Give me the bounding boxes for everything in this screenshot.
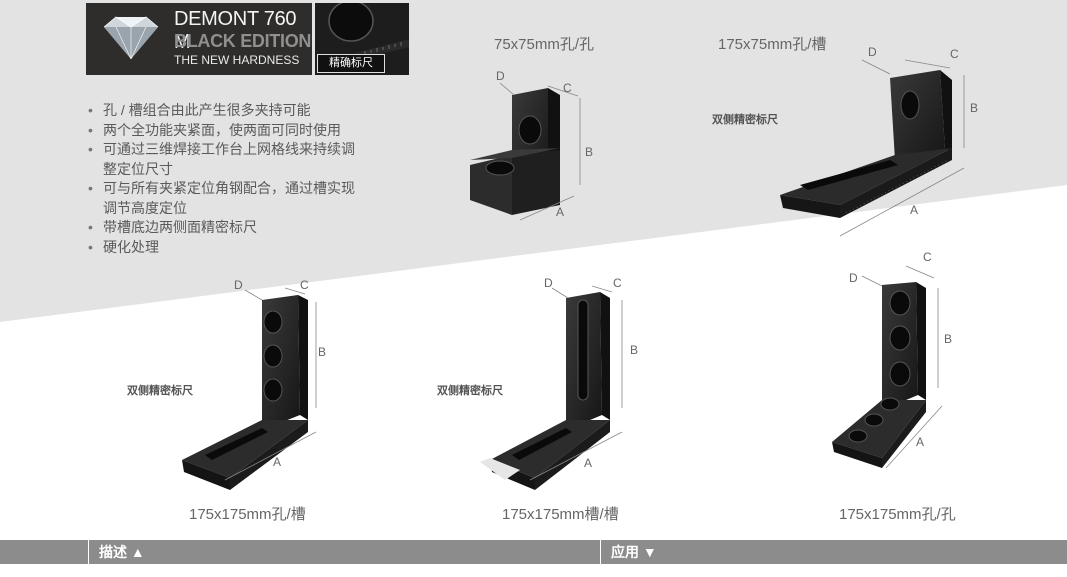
diamond-icon [103, 16, 159, 60]
product-image-75x75 [470, 88, 560, 215]
dimensions-175x175-hole-slot [224, 287, 317, 481]
dimensions-175x175-hole-hole [861, 265, 943, 469]
svg-text:D: D [234, 278, 243, 292]
note-dual-scale: 双侧精密标尺 [437, 385, 503, 397]
svg-text:D: D [496, 69, 505, 83]
svg-text:C: C [563, 81, 572, 95]
product-image-175x75 [780, 70, 952, 218]
caption-175x175-hole-slot: 175x175mm孔/槽 [189, 506, 306, 523]
svg-text:D: D [868, 45, 877, 59]
note-dual-scale: 双侧精密标尺 [712, 114, 778, 126]
list-item: 可与所有夹紧定位角钢配合，通过槽实现调节高度定位 [88, 179, 368, 218]
brand-logo: DEMONT 760 M BLACK EDITION THE NEW HARDN… [86, 3, 312, 75]
brand-subtitle: BLACK EDITION [174, 31, 312, 51]
tab-description[interactable]: 描述 ▲ [99, 540, 145, 564]
svg-text:B: B [944, 332, 952, 346]
product-image-175x175-slot-slot [480, 292, 610, 490]
svg-text:B: B [318, 345, 326, 359]
divider [88, 540, 89, 564]
arrow-up-icon: ▲ [130, 544, 145, 560]
scale-label: 精确标尺 [317, 54, 385, 73]
list-item: 孔 / 槽组合由此产生很多夹持可能 [88, 101, 368, 121]
list-item: 硬化处理 [88, 238, 368, 258]
list-item: 带槽底边两侧面精密标尺 [88, 218, 368, 238]
svg-text:C: C [950, 47, 959, 61]
divider [600, 540, 601, 564]
svg-text:D: D [544, 276, 553, 290]
feature-list: 孔 / 槽组合由此产生很多夹持可能 两个全功能夹紧面，使两面可同时使用 可通过三… [88, 101, 368, 257]
arrow-down-icon: ▼ [642, 544, 657, 560]
caption-175x175-hole-hole: 175x175mm孔/孔 [839, 506, 956, 523]
tab-bar: 描述 ▲ 应用 ▼ [0, 540, 1067, 564]
svg-text:A: A [916, 435, 924, 449]
dimensions-75x75 [499, 82, 581, 221]
svg-text:A: A [273, 455, 281, 469]
tab-label: 应用 [611, 544, 639, 560]
product-drawings: D C B A D C B A D C B A D C B A D C B A [182, 45, 978, 490]
dimensions-175x175-slot-slot [529, 285, 623, 481]
caption-175x175-slot-slot: 175x175mm槽/槽 [502, 506, 619, 523]
svg-text:A: A [584, 456, 592, 470]
scale-thumbnail: 精确标尺 [315, 3, 409, 75]
svg-text:B: B [585, 145, 593, 159]
brand-tagline: THE NEW HARDNESS [174, 53, 300, 67]
svg-text:C: C [923, 250, 932, 264]
tab-label: 描述 [99, 544, 127, 560]
tab-application[interactable]: 应用 ▼ [611, 540, 657, 564]
svg-text:B: B [970, 101, 978, 115]
svg-text:A: A [556, 205, 564, 219]
list-item: 可通过三维焊接工作台上网格线来持续调整定位尺寸 [88, 140, 368, 179]
svg-text:A: A [910, 203, 918, 217]
product-image-175x175-hole-hole [832, 282, 926, 468]
dimension-labels: D C B A D C B A D C B A D C B A D C B A [234, 45, 978, 470]
dimensions-175x75 [839, 59, 965, 237]
caption-175x75: 175x75mm孔/槽 [718, 36, 827, 53]
svg-text:C: C [613, 276, 622, 290]
note-dual-scale: 双侧精密标尺 [127, 385, 193, 397]
list-item: 两个全功能夹紧面，使两面可同时使用 [88, 121, 368, 141]
svg-text:C: C [300, 278, 309, 292]
product-image-175x175-hole-slot [182, 295, 308, 490]
caption-75x75: 75x75mm孔/孔 [494, 36, 595, 53]
svg-text:D: D [849, 271, 858, 285]
brand-title: DEMONT 760 M [174, 8, 297, 53]
svg-text:B: B [630, 343, 638, 357]
